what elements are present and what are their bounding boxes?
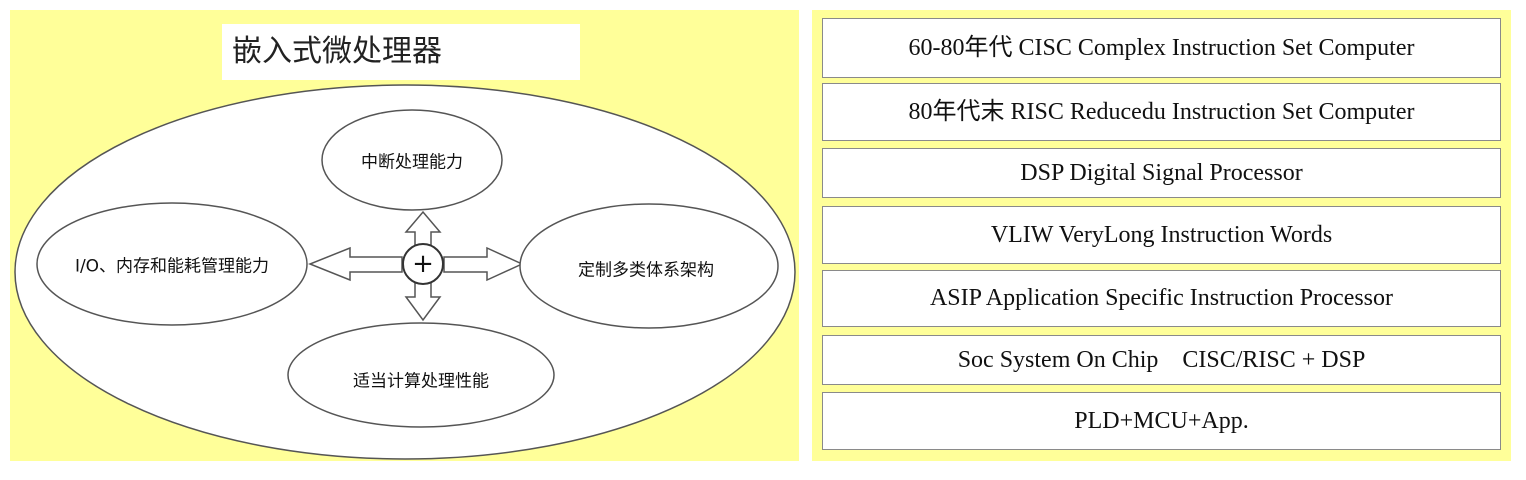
hub-plus-icon: + [412,249,434,279]
processor-list-panel: 60-80年代 CISC Complex Instruction Set Com… [812,10,1511,461]
list-item-soc: Soc System On Chip CISC/RISC + DSP [822,335,1501,385]
list-item-risc: 80年代末 RISC Reducedu Instruction Set Comp… [822,83,1501,141]
hub-circle [402,243,444,285]
list-item-cisc: 60-80年代 CISC Complex Instruction Set Com… [822,18,1501,78]
list-item-vliw: VLIW VeryLong Instruction Words [822,206,1501,264]
diagram-title: 嵌入式微处理器 [222,24,580,80]
arrow-right [443,246,524,282]
node-bottom-ellipse [287,322,555,428]
node-bottom-label: 适当计算处理性能 [353,371,489,392]
arrow-up [404,210,442,248]
node-right-label: 定制多类体系架构 [578,260,714,281]
node-top-label: 中断处理能力 [361,152,463,173]
node-left-label: I/O、内存和能耗管理能力 [74,256,270,277]
arrows [307,210,524,322]
list-item-pld: PLD+MCU+App. [822,392,1501,450]
node-top-ellipse [321,109,503,211]
node-right-ellipse [519,203,779,329]
diagram-canvas: + [14,84,796,460]
list-item-asip: ASIP Application Specific Instruction Pr… [822,270,1501,327]
node-left-ellipse [36,202,308,326]
diagram-panel: + 嵌入式微处理器 中断处理能力 I/O、内存和能耗管理能力 定制多类体系架构 … [10,10,799,461]
arrow-left [307,246,403,282]
list-item-dsp: DSP Digital Signal Processor [822,148,1501,198]
